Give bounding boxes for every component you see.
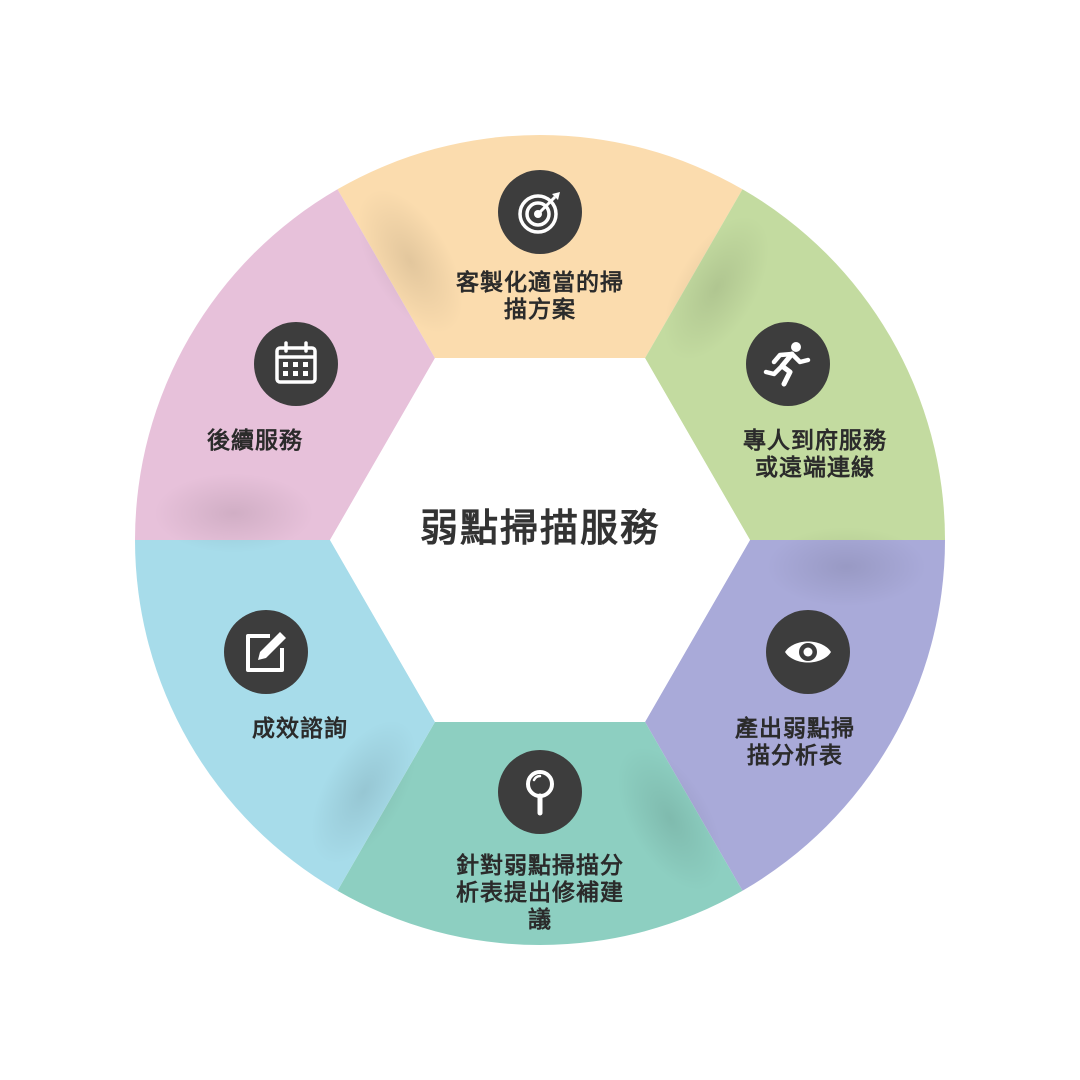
edit-icon-badge	[224, 610, 308, 694]
segment-label-bottom: 針對弱點掃描分 析表提出修補建 議	[456, 853, 624, 933]
magnifier-icon	[526, 770, 554, 816]
eye-icon-badge	[766, 610, 850, 694]
segment-fold-shadow	[357, 189, 463, 334]
running-person-icon-badge	[746, 322, 830, 406]
segment-label-top: 客製化適當的掃 描方案	[456, 270, 624, 323]
segment-fold-shadow	[617, 746, 723, 891]
segment-lower-right	[645, 540, 945, 891]
center-hexagon	[330, 358, 750, 722]
calendar-icon	[275, 341, 317, 384]
segment-fold-shadow	[766, 526, 927, 607]
target-icon	[518, 192, 560, 234]
segment-label-upper-right: 專人到府服務 或遠端連線	[743, 428, 887, 481]
magnifier-icon-badge	[498, 750, 582, 834]
eye-icon	[785, 641, 831, 663]
segment-fold-shadow	[310, 719, 417, 865]
target-icon-badge	[498, 170, 582, 254]
segment-label-upper-left: 後續服務	[207, 428, 303, 454]
segment-fold-shadow	[663, 215, 770, 361]
running-person-icon	[763, 342, 811, 387]
center-title: 弱點掃描服務	[419, 506, 660, 550]
segment-fold-shadow	[153, 473, 314, 554]
calendar-icon-badge	[254, 322, 338, 406]
segment-label-lower-right: 產出弱點掃 描分析表	[735, 716, 855, 769]
edit-icon	[246, 632, 286, 672]
segment-label-lower-left: 成效諮詢	[252, 716, 348, 742]
